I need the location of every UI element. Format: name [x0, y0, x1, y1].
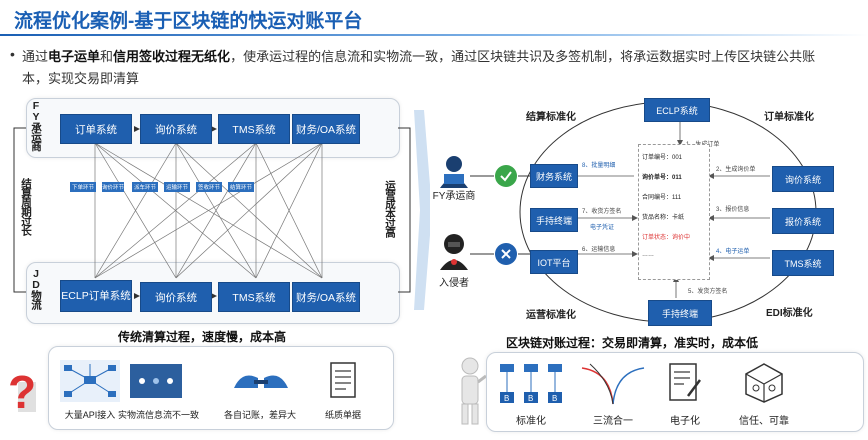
intruder-name: 入侵者	[439, 278, 469, 289]
question-mark-icon: ?	[8, 366, 36, 418]
api-network-icon	[60, 360, 120, 402]
jd-logistics-label: JD物流	[30, 268, 42, 309]
tms-system-box-bottom: TMS系统	[218, 282, 290, 312]
intro-text: 通过电子运单和信用签收过程无纸化，使承运过程的信息流和实物流一致，通过区块链共识…	[22, 49, 816, 86]
doc-inquiry-no: 询价单号：011	[642, 175, 682, 181]
finance-system-box: 财务系统	[530, 164, 578, 188]
step-8-label: 8、批量明细	[582, 163, 616, 169]
stage-order: 下单环节	[70, 182, 96, 192]
three-flows-merge-icon	[581, 363, 645, 405]
bullet-dot: •	[10, 46, 15, 62]
handheld-terminal-box-left: 手持终端	[530, 208, 578, 232]
step-7-voucher-label: 电子凭证	[590, 225, 615, 231]
intruder-person-icon	[440, 234, 468, 270]
benefit-trust-label: 信任、可靠	[739, 416, 789, 427]
settlement-cycle-label: 结算周期过长	[20, 178, 32, 235]
std-settlement-label: 结算标准化	[526, 112, 576, 123]
trust-cube-icon	[745, 363, 783, 403]
stage-signoff: 签收环节	[196, 182, 222, 192]
tms-system-box: TMS系统	[218, 114, 290, 144]
inquiry-system-box-bottom: 询价系统	[140, 282, 212, 312]
fy-carrier-name: FY承运商	[432, 191, 476, 202]
title-underline	[0, 34, 868, 36]
doc-goods-name: 货品名称：卡纸	[642, 215, 685, 221]
finance-oa-system-box: 财务/OA系统	[292, 114, 360, 144]
stage-transport: 运输环节	[164, 182, 190, 192]
svg-text:?: ?	[8, 366, 36, 418]
fy-carrier-person-icon	[440, 156, 468, 188]
traditional-caption: 传统清算过程，速度慢，成本高	[118, 330, 287, 344]
step-3-label: 3、报价信息	[716, 207, 750, 213]
step-5-label: 5、发货方签名	[688, 289, 728, 295]
doc-order-status: 订单状态：询价中	[642, 235, 691, 241]
electronic-document-icon	[669, 363, 701, 401]
page-title: 流程优化案例-基于区块链的快运对账平台	[14, 11, 363, 32]
electronic-waybill-document	[638, 144, 710, 280]
info-mismatch-icon	[130, 364, 182, 398]
presenter-figure-icon	[461, 357, 486, 425]
fy-carrier-label: FY承运商	[30, 100, 42, 151]
inquiry-system-box: 询价系统	[140, 114, 212, 144]
benefit-standardization-label: 标准化	[516, 416, 546, 427]
order-system-box: 订单系统	[60, 114, 132, 144]
handheld-terminal-box-bottom: 手持终端	[648, 300, 712, 326]
benefit-three-flows-label: 三流合一	[593, 416, 633, 427]
stage-inquiry: 询价环节	[102, 182, 124, 192]
doc-order-no: 订单编号：001	[642, 155, 683, 161]
std-edi-label: EDI标准化	[766, 308, 813, 319]
issue-books-label: 各自记账，差异大	[223, 410, 296, 420]
stage-dispatch: 派车环节	[132, 182, 158, 192]
svg-text:B: B	[528, 394, 533, 403]
eclp-system-box: ECLP系统	[644, 98, 710, 122]
issue-mismatch-label: 实物流信息流不一致	[118, 410, 200, 420]
step-2-label: 2、生成询价单	[716, 167, 756, 173]
left-connection-lines	[13, 110, 430, 310]
blockchain-caption: 区块链对账过程：交易即清算，准实时，成本低	[506, 336, 759, 350]
verified-check-icon	[495, 165, 517, 187]
std-operations-label: 运营标准化	[526, 310, 576, 321]
step-7-label: 7、收货方签名	[582, 209, 622, 215]
blocked-x-icon	[495, 243, 517, 265]
step-6-label: 6、运输信息	[582, 247, 616, 253]
operating-cost-label: 运营成本过高	[384, 180, 396, 237]
finance-oa-system-box-bottom: 财务/OA系统	[292, 282, 360, 312]
svg-text:B: B	[552, 394, 557, 403]
inquiry-system-box-right: 询价系统	[772, 166, 834, 192]
iot-platform-box: IOT平台	[530, 250, 578, 274]
doc-contract-no: 合同编号：111	[642, 195, 682, 201]
step-4-label: 4、电子运单	[716, 249, 750, 255]
eclp-order-system-box: ECLP订单系统	[60, 280, 132, 312]
svg-text:B: B	[504, 394, 509, 403]
paper-document-icon	[330, 362, 356, 398]
benefit-electronic-label: 电子化	[670, 416, 700, 427]
issue-api-label: 大量API接入	[64, 410, 116, 420]
stage-settlement: 结算环节	[228, 182, 254, 192]
issue-paper-label: 纸质单据	[324, 410, 361, 420]
tms-system-box-right: TMS系统	[772, 250, 834, 276]
doc-ellipsis: ……	[642, 252, 654, 258]
std-order-label: 订单标准化	[764, 112, 814, 123]
quote-system-box: 报价系统	[772, 208, 834, 234]
separate-books-icon	[234, 375, 288, 388]
